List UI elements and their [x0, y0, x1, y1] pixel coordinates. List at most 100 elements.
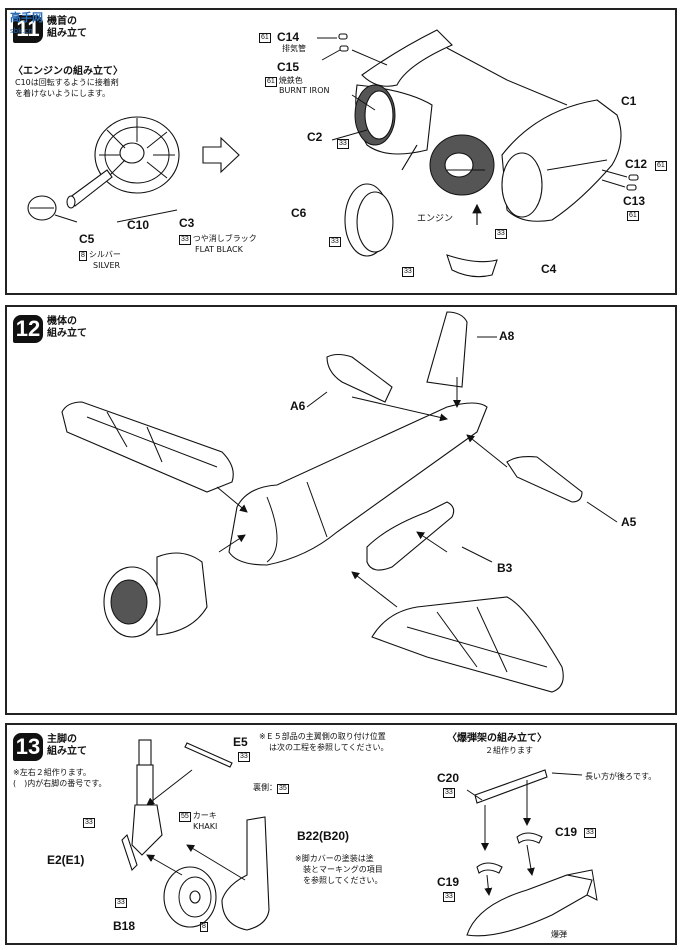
elevator-a6-part [326, 353, 393, 403]
step-13-number: 13 [13, 733, 43, 761]
paint-c14-name: 排気管 [282, 44, 306, 53]
gear-cover-b22-part [221, 816, 270, 931]
paint-c6: 33 [329, 237, 341, 247]
cover-note-line2: 装とマーキングの項目 [303, 865, 383, 874]
cowl-c2-part [354, 29, 453, 155]
paint-c4: 33 [402, 267, 414, 277]
label-c14: C14 [277, 30, 300, 44]
long-side-note: 長い方が後ろです。 [585, 772, 657, 781]
part-c20 [474, 769, 548, 804]
paint-c14: 61 [259, 33, 271, 43]
label-b3: B3 [497, 561, 513, 575]
part-e5 [184, 742, 233, 768]
paint-strut: 33 [83, 818, 95, 828]
paint-c5-en: SILVER [93, 261, 121, 270]
label-c3: C3 [179, 216, 195, 230]
label-b22: B22(B20) [297, 829, 350, 843]
step-13-note-line1: ※左右２組作ります。 [13, 768, 91, 777]
label-c12: C12 [625, 157, 648, 171]
step-13-note-line2: ( )内が右脚の番号です。 [13, 779, 107, 788]
label-c1: C1 [621, 94, 637, 108]
label-c10: C10 [127, 218, 150, 232]
step-12-title: 機体の 組み立て [47, 316, 87, 339]
paint-khaki-en: KHAKI [193, 822, 218, 831]
label-e2: E2(E1) [47, 853, 85, 867]
label-c15: C15 [277, 60, 300, 74]
paint-c19-b: 33 [443, 892, 455, 902]
step-13-panel: 13 主脚の 組み立て ※左右２組作ります。 ( )内が右脚の番号です。 E5 … [5, 723, 677, 945]
watermark-sub: sbk.cn [10, 27, 33, 35]
engine-c3-part [94, 116, 180, 194]
label-c19-a: C19 [555, 825, 578, 839]
step-arrow-icon [202, 136, 240, 174]
bomb-rack-heading: 〈爆弾架の組み立て〉 [447, 733, 547, 744]
paint-wheel: 8 [200, 922, 208, 932]
label-a6: A6 [290, 399, 306, 413]
engine-assembly-heading: 〈エンジンの組み立て〉 [13, 66, 123, 77]
paint-inner-side: 裏側：35 [253, 783, 289, 794]
bomb-rack-sub: ２組作ります [485, 746, 533, 755]
tail-fin-a8-part [426, 311, 468, 388]
step-12-panel: 12 機体の 組み立て A8 A6 A5 B3 [5, 305, 677, 715]
step-11-title: 機首の 組み立て [47, 16, 87, 39]
paint-b18: 33 [115, 898, 127, 908]
bomb-label: 爆弾 [551, 930, 567, 939]
label-e5: E5 [233, 735, 248, 749]
label-engine: エンジン [417, 214, 454, 224]
c10-note-line1: C10は回転するように接着剤 [15, 78, 119, 87]
paint-c13: 61 [627, 211, 639, 221]
part-c14 [338, 33, 348, 40]
e5-note-line1: ※Ｅ５部品の主翼側の取り付け位置 [259, 732, 386, 741]
cover-note-line3: を参照してください。 [303, 876, 383, 885]
spinner-c5-part [27, 195, 57, 221]
part-c4 [446, 254, 498, 278]
label-c13: C13 [623, 194, 646, 208]
paint-c1: 33 [495, 229, 507, 239]
cover-note-line1: ※脚カバーの塗装は塗 [295, 854, 374, 863]
paint-c12: 61 [655, 161, 667, 171]
part-c13 [626, 184, 637, 191]
step-13-drawing [121, 739, 598, 937]
paint-c3-en: FLAT BLACK [195, 245, 243, 254]
label-c20: C20 [437, 771, 460, 785]
paint-c15-en: BURNT IRON [279, 86, 330, 95]
paint-e5: 33 [238, 752, 250, 762]
part-c15 [339, 45, 349, 52]
label-c6: C6 [291, 206, 307, 220]
shaft-c10-part [66, 169, 113, 209]
elevator-a5-part [506, 456, 583, 503]
step-13-title: 主脚の 組み立て [47, 734, 87, 757]
cowl-c1-part [501, 99, 622, 222]
paint-c19-a: 33 [584, 828, 596, 838]
fuselage-part [228, 402, 488, 566]
belly-b3-part [366, 501, 455, 571]
step-12-number: 12 [13, 315, 43, 343]
watermark-logo: 高手网 [10, 11, 43, 24]
label-c19-b: C19 [437, 875, 460, 889]
ring-c6-part [344, 183, 394, 257]
part-c19-a [516, 832, 543, 844]
left-wing-part [61, 401, 234, 493]
part-c19-b [476, 862, 503, 874]
label-c5: C5 [79, 232, 95, 246]
label-c4: C4 [541, 262, 557, 276]
part-c12 [628, 174, 639, 181]
step-11-number: 11 [13, 15, 43, 43]
label-a8: A8 [499, 329, 515, 343]
e5-note-line2: は次の工程を参照してください。 [269, 743, 389, 752]
step-11-panel: 11 機首の 組み立て 高手网 sbk.cn 〈エンジンの組み立て〉 C10は回… [5, 8, 677, 295]
nose-part [103, 552, 208, 638]
wheel-b18-part [163, 866, 217, 928]
label-c2: C2 [307, 130, 323, 144]
c10-note-line2: を着けないようにします。 [15, 89, 111, 98]
label-a5: A5 [621, 515, 637, 529]
step-12-drawing [61, 311, 618, 693]
paint-c2: 33 [337, 139, 349, 149]
label-b18: B18 [113, 919, 136, 933]
main-strut-part [121, 739, 163, 872]
bomb-part [466, 869, 598, 937]
